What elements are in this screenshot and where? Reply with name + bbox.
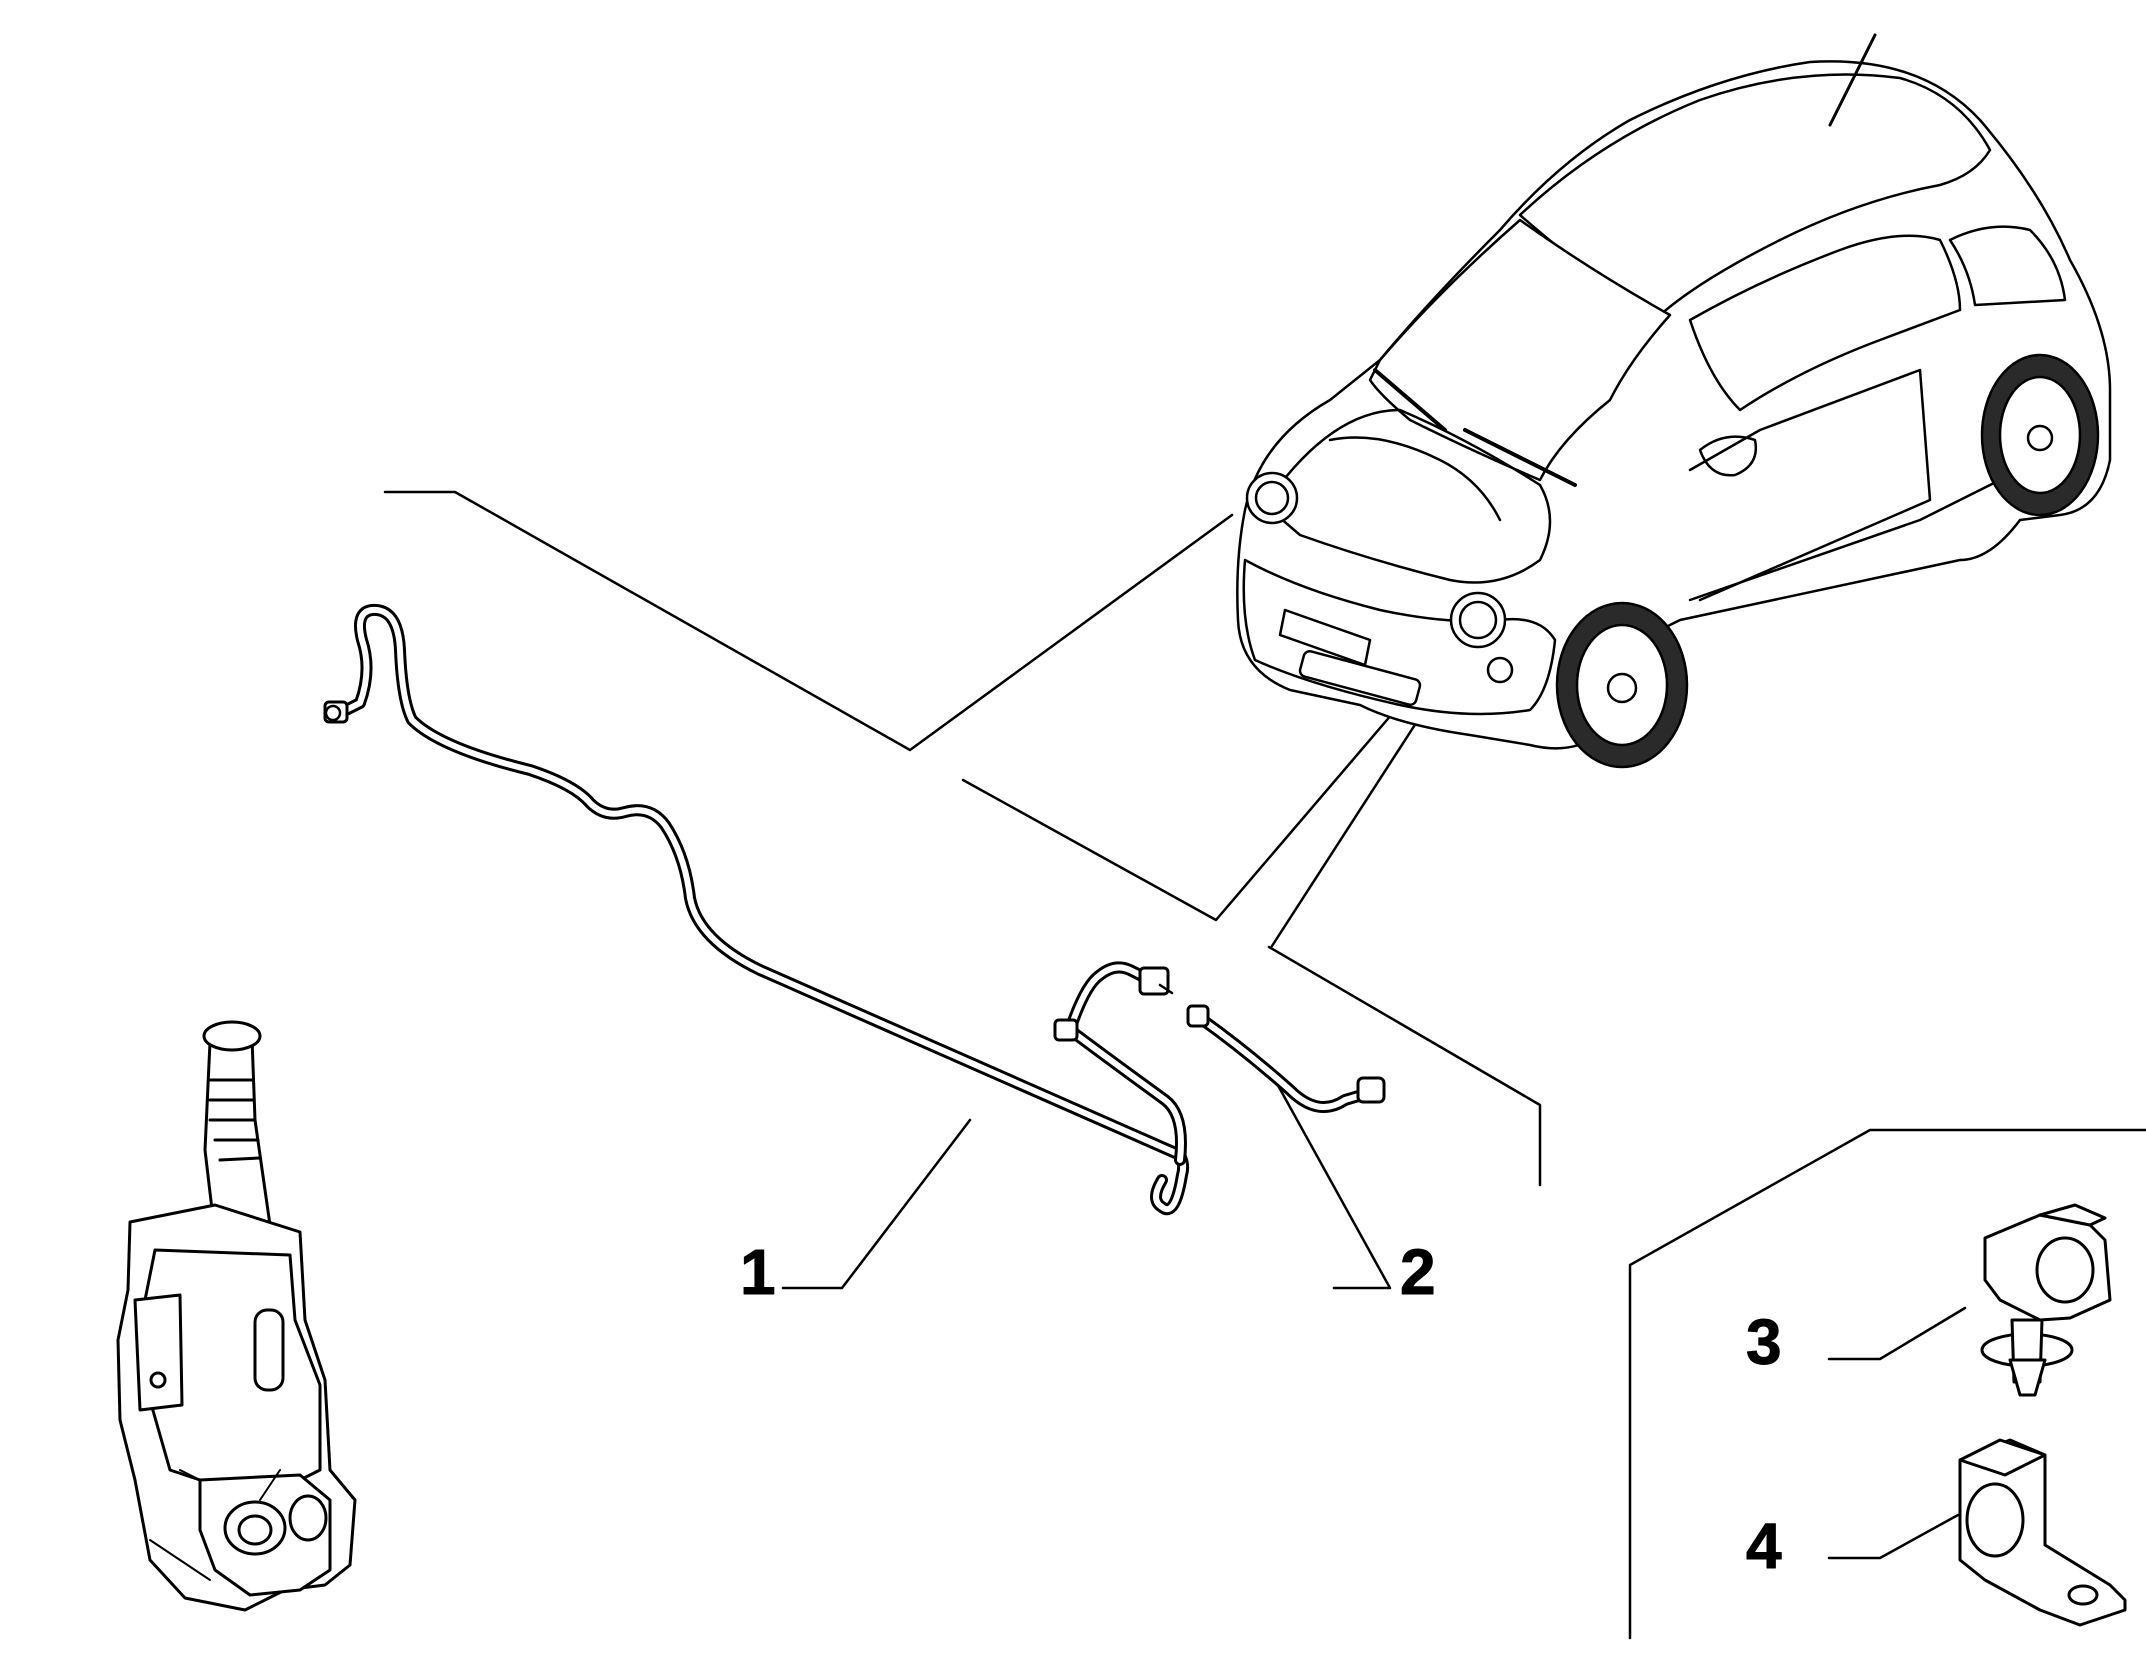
leader-lines <box>383 490 2146 1640</box>
hose-1-nozzle-connector <box>1138 966 1170 996</box>
reservoir-bracket <box>133 1293 184 1412</box>
car-side-stripe <box>1688 478 2002 602</box>
clip-top-tab <box>2038 1203 2107 1227</box>
car-illustration <box>1236 33 2112 769</box>
car-antenna <box>1828 33 1877 127</box>
bracket-foot-hole <box>2067 1584 2099 1606</box>
reservoir-edge-shade <box>149 1469 281 1581</box>
guide-line-main-b <box>961 650 1447 922</box>
clip-barb <box>2008 1358 2047 1397</box>
reservoir-bracket-hole <box>149 1371 167 1389</box>
clip-opening <box>2035 1236 2095 1304</box>
inset-frame <box>1628 1128 2146 1640</box>
car-wiper-2 <box>1373 368 1447 432</box>
reservoir-outlet <box>288 1494 328 1542</box>
reservoir-cap <box>202 1020 262 1052</box>
washer-reservoir <box>116 1020 357 1612</box>
car-mirror <box>1698 435 1758 477</box>
car-wiper <box>1463 428 1577 487</box>
fog-light <box>1486 656 1514 684</box>
hose-1-drop-outer <box>1064 1024 1187 1166</box>
callout-2: 2 <box>1400 1236 1436 1308</box>
callout-3: 3 <box>1746 1306 1782 1378</box>
hose-1-drop-inner <box>1067 1027 1184 1163</box>
car-grille <box>1298 650 1422 706</box>
leader-3 <box>1827 1306 1967 1361</box>
leader-4 <box>1827 1513 1960 1560</box>
reservoir-pump-port-inner <box>237 1514 273 1546</box>
wheel-rear-hub <box>2026 424 2054 452</box>
hose-2-connector-a <box>1186 1004 1210 1028</box>
hose-2-inner <box>1197 1015 1375 1110</box>
car-hood <box>1263 408 1552 584</box>
bracket-part-4 <box>1958 1438 2127 1627</box>
dash-a <box>1158 983 1174 995</box>
hose-1-branch <box>1053 961 1187 1166</box>
car-door-line <box>1688 368 1932 602</box>
hose-1-branch-connector <box>1053 1018 1079 1042</box>
car-windshield <box>1368 218 1672 482</box>
hose-1-inner <box>337 606 1187 1213</box>
hose-2-connector-b <box>1356 1076 1386 1104</box>
hose-part-2 <box>1186 1004 1386 1113</box>
reservoir-window <box>253 1308 285 1392</box>
neck-rib-5 <box>218 1156 262 1162</box>
headlight-left-inner <box>1254 480 1290 516</box>
headlight-right-inner <box>1458 600 1498 640</box>
hose-part-1 <box>323 603 1190 1216</box>
bracket-top <box>1958 1438 2047 1477</box>
hose-1-connector-ring <box>324 704 342 722</box>
car-side-window <box>1688 234 1962 412</box>
callout-labels: 1 2 3 4 <box>740 1236 1783 1583</box>
clip-part-3 <box>1980 1203 2112 1397</box>
guide-line-main-c <box>1267 945 1542 1187</box>
guide-line-main-a <box>383 490 1234 752</box>
leader-2 <box>1273 1078 1392 1290</box>
callout-1: 1 <box>740 1236 776 1308</box>
leader-1 <box>781 1118 972 1290</box>
hood-crease <box>1328 436 1502 522</box>
car-body <box>1236 60 2112 750</box>
wheel-front-hub <box>1606 672 1638 704</box>
car-rear-window <box>1948 225 2067 307</box>
hose-2-outer <box>1194 1012 1378 1113</box>
hose-1-outer <box>334 603 1190 1216</box>
callout-4: 4 <box>1746 1510 1782 1582</box>
bracket-opening <box>1965 1482 2025 1558</box>
hose-1-branch-inner <box>1067 964 1163 1033</box>
